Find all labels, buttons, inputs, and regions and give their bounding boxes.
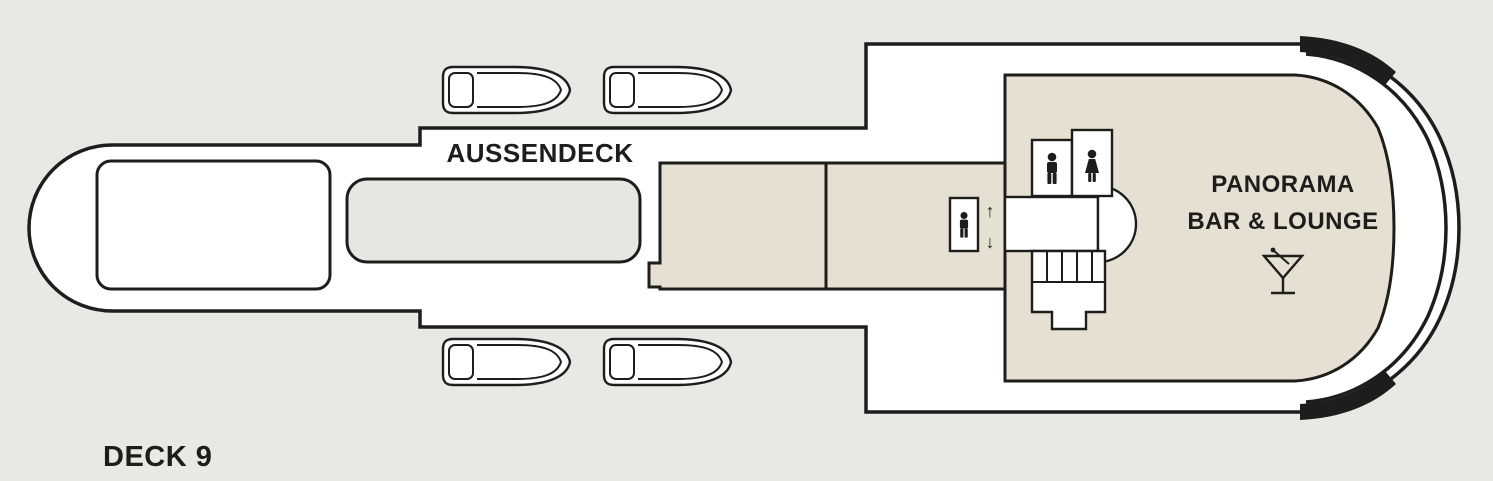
lifeboat-bottom-1 — [441, 337, 572, 387]
lobby-passage — [1003, 195, 1100, 253]
stern-room-outline — [95, 159, 332, 291]
lifeboat-top-1 — [441, 65, 572, 115]
bow-accent-top — [1300, 36, 1396, 85]
bow-inner-line — [1305, 52, 1448, 404]
elevator-down-arrow-icon: ↓ — [986, 232, 995, 252]
sundeck-area — [345, 177, 642, 264]
lifeboat-top-2 — [602, 65, 733, 115]
elevator-person-icon — [959, 211, 969, 238]
lifeboat-bottom-2 — [602, 337, 733, 387]
panorama-label-line1: PANORAMA — [1211, 171, 1355, 198]
bow-accent-bottom — [1300, 371, 1396, 420]
stairs — [1030, 249, 1107, 331]
elevator-up-arrow-icon: ↑ — [986, 201, 995, 221]
deck-label: DECK 9 — [103, 441, 212, 473]
panorama-label-line2: BAR & LOUNGE — [1187, 208, 1378, 235]
elevator: ↑ ↓ — [948, 196, 995, 253]
curved-wall — [1096, 184, 1138, 264]
martini-glass-icon — [1261, 247, 1305, 295]
outer-deck-label: AUSSENDECK — [446, 138, 633, 168]
